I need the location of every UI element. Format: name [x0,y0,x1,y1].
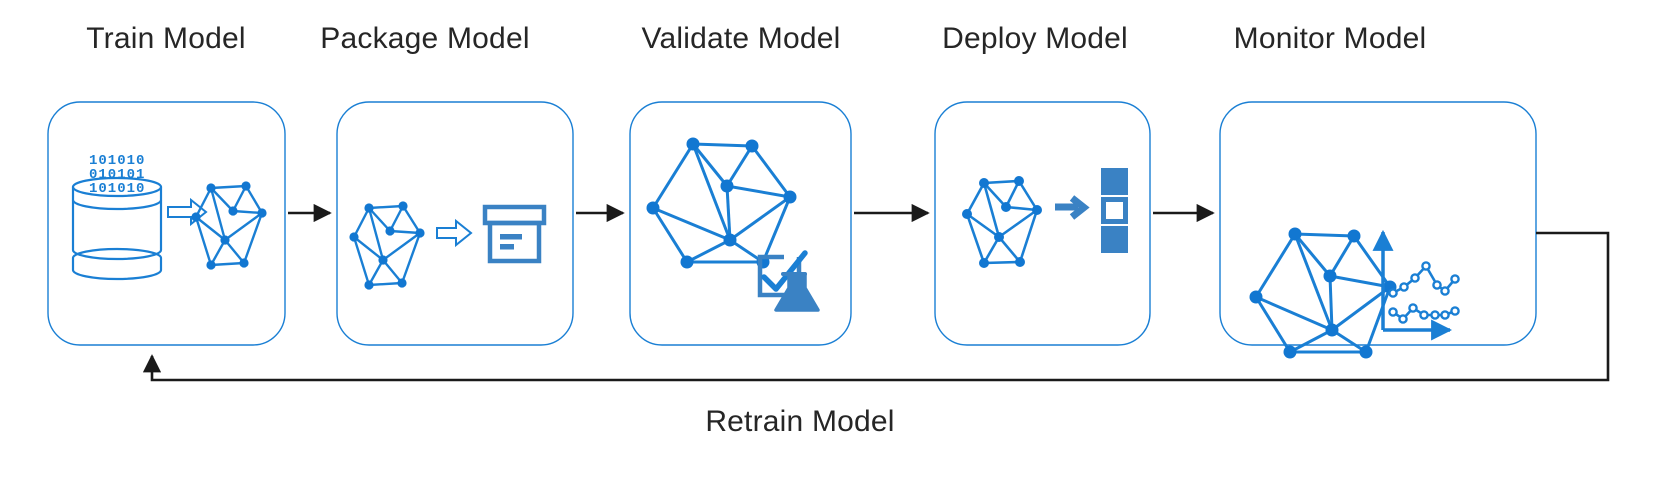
line-chart-icon [1372,229,1460,341]
chart-series-metric-upper [1388,261,1460,298]
flask-icon [774,272,820,312]
stage-card-validate-model[interactable] [629,101,852,346]
stage-card-deploy-model[interactable] [934,101,1151,346]
binary-line-3: 101010 [89,181,145,197]
chart-series-metric-lower [1388,303,1460,324]
network-with-linechart-icon [1249,227,1460,359]
retrain-feedback-loop [142,231,1610,382]
network-to-package-icon [349,201,547,290]
stage-card-package-model[interactable] [336,101,574,346]
network-with-checklist-flask-icon [646,137,820,312]
neural-network-graph-icon [191,181,267,270]
card-outline-train-model [47,101,286,346]
stage-title-package-model: Package Model [320,22,530,55]
package-box-icon [482,204,547,264]
stage-title-monitor-model: Monitor Model [1233,22,1427,55]
neural-network-graph-icon [646,137,797,269]
stage-card-monitor-model[interactable] [1219,101,1537,359]
server-stack-icon [1101,168,1128,253]
card-outline-monitor-model [1219,101,1537,346]
retrain-loop-path [142,231,1610,382]
database-to-network-icon: 101010 010101 101010 [71,153,267,281]
stage-card-train-model[interactable]: 101010 010101 101010 [47,101,286,346]
database-cylinder-icon [71,176,163,281]
stage-title-deploy-model: Deploy Model [942,22,1128,55]
card-outline-deploy-model [934,101,1151,346]
neural-network-graph-icon [349,201,425,290]
arrow-right-icon [1055,195,1090,220]
binary-line-1: 101010 [89,153,145,169]
outline-arrow-right-icon [436,218,473,248]
network-to-servers-icon [962,168,1128,268]
retrain-loop-label: Retrain Model [705,405,895,438]
stage-title-validate-model: Validate Model [641,22,841,55]
stage-title-train-model: Train Model [86,22,246,55]
neural-network-graph-icon [962,176,1042,268]
